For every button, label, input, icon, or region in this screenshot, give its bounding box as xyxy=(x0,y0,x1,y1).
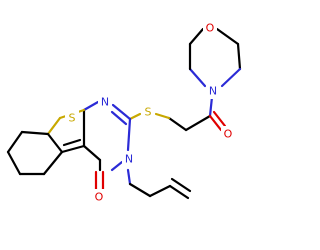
bond xyxy=(62,138,82,147)
bond xyxy=(110,160,124,172)
atom-o: O xyxy=(206,22,215,35)
morpholine-oxygen-label: O xyxy=(203,20,217,36)
allyl-group xyxy=(126,168,192,200)
ketone-group xyxy=(94,170,105,192)
atom-n: N xyxy=(209,85,217,98)
atom-n: N xyxy=(101,96,109,109)
bond xyxy=(167,116,188,132)
thioether-sulfur-label: S xyxy=(141,104,155,120)
bond xyxy=(184,114,212,132)
bond xyxy=(46,116,62,136)
atom-labels: O N O S S N N O xyxy=(65,20,235,205)
bond xyxy=(208,114,223,132)
bond xyxy=(46,132,64,154)
bond xyxy=(168,184,190,200)
amide-oxygen-label: O xyxy=(221,126,235,142)
thiophene-ring xyxy=(46,108,86,154)
morpholine-nitrogen-label: N xyxy=(206,83,220,99)
bond xyxy=(82,144,102,162)
bond xyxy=(111,103,132,121)
bond xyxy=(188,67,207,88)
bond xyxy=(128,182,152,198)
atom-s: S xyxy=(145,106,152,119)
cyclohexane-ring xyxy=(6,130,64,176)
bond xyxy=(6,130,24,154)
bond xyxy=(42,150,64,176)
pyrimidine-n1-label: N xyxy=(98,94,112,110)
pyrimidinone-ring xyxy=(82,100,132,172)
bond xyxy=(170,177,192,193)
bond xyxy=(148,184,172,198)
molecule-canvas: O N O S S N N O xyxy=(6,20,242,205)
bond xyxy=(236,42,242,71)
bond xyxy=(126,168,132,186)
molecule-structure: O N O S S N N O xyxy=(6,20,242,205)
ketone-oxygen-label: O xyxy=(92,189,106,205)
bond xyxy=(154,112,171,120)
bond xyxy=(82,100,100,112)
bond xyxy=(188,27,205,46)
bond xyxy=(208,95,214,118)
amide-linker xyxy=(128,95,227,132)
bond xyxy=(110,110,128,126)
pyrimidine-n3-label: N xyxy=(122,151,136,167)
bond xyxy=(215,27,240,46)
thiophene-sulfur-label: S xyxy=(65,110,79,126)
bond xyxy=(126,117,132,152)
bond xyxy=(20,130,50,136)
bond xyxy=(6,150,22,176)
bond xyxy=(128,112,142,121)
atom-s: S xyxy=(69,112,76,125)
morpholine-ring xyxy=(188,27,242,88)
atom-o: O xyxy=(224,128,233,141)
atom-o: O xyxy=(95,191,104,204)
bond xyxy=(220,67,242,88)
bond xyxy=(60,144,86,154)
atom-n: N xyxy=(125,153,133,166)
bond xyxy=(212,110,227,128)
